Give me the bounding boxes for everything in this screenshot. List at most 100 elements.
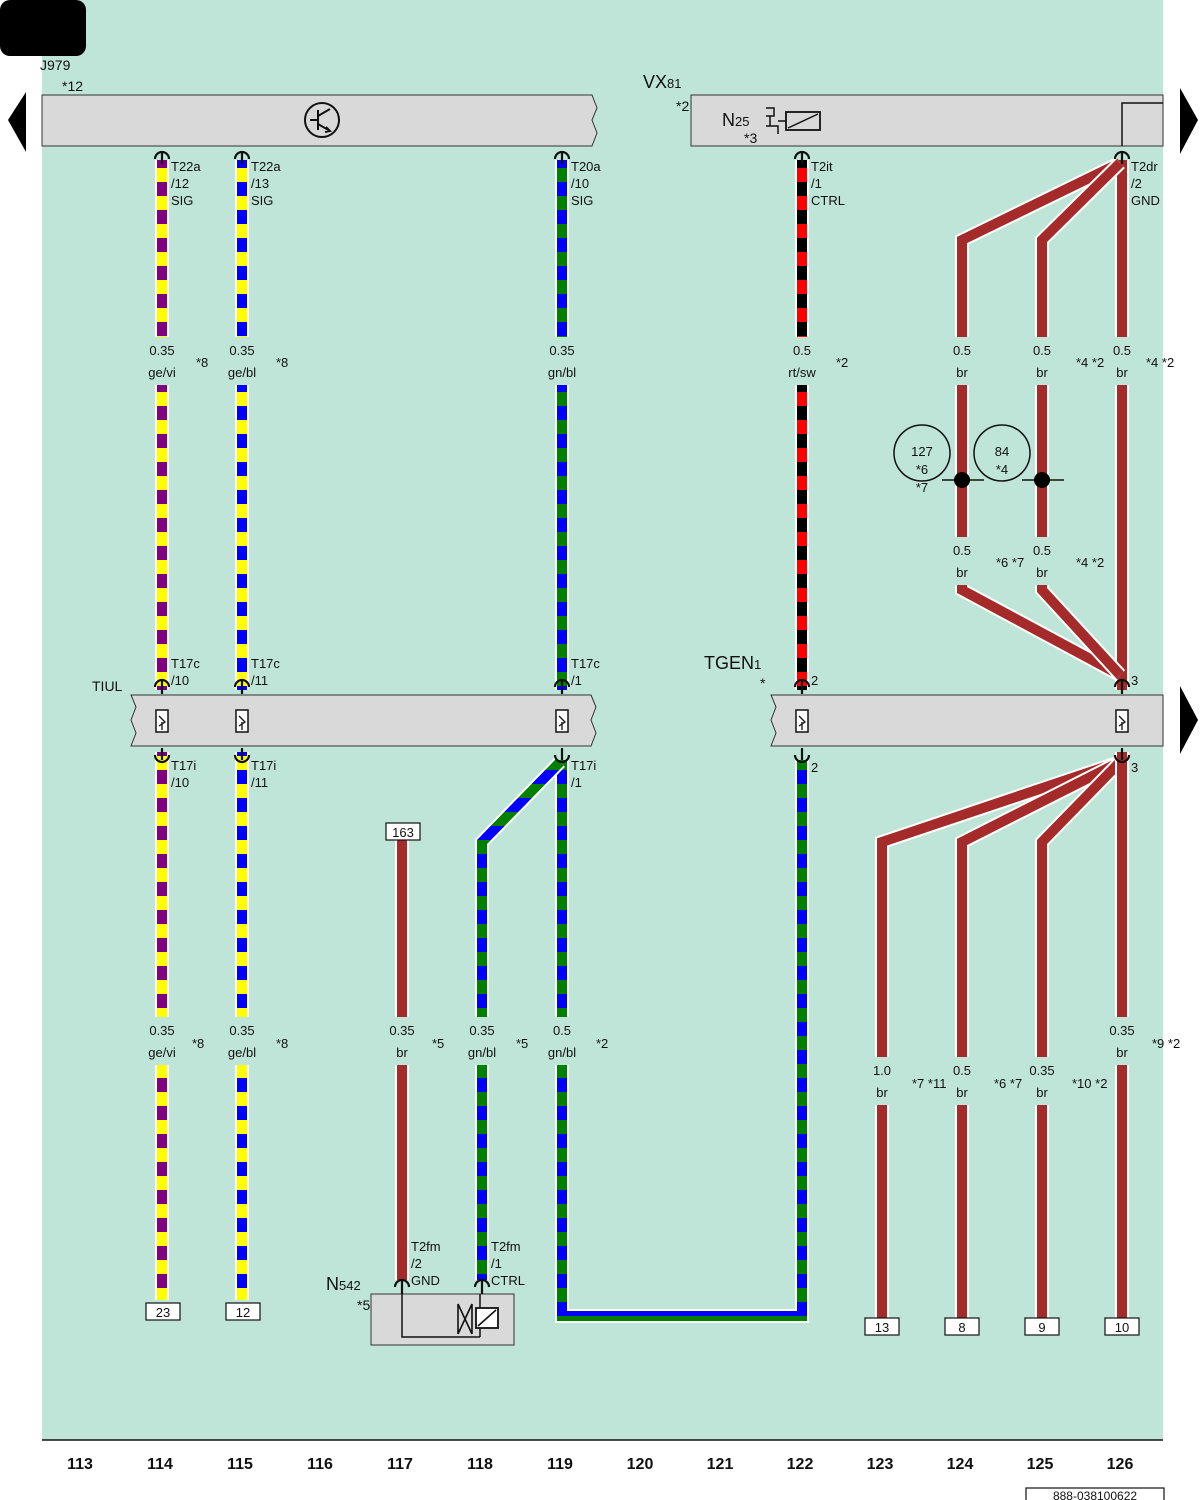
wire-note-126-upper: *4 *2 bbox=[1146, 355, 1174, 370]
splice-number-84: 84 bbox=[995, 444, 1009, 459]
pin-label-115-mid: T17c/11 bbox=[251, 656, 280, 688]
pin-socket-114-mark bbox=[158, 715, 167, 730]
wire-color-126-upper: br bbox=[1116, 365, 1128, 380]
splice-note-84: *4 bbox=[996, 462, 1008, 477]
nav-left-arrow[interactable] bbox=[8, 92, 26, 152]
splice-node-125 bbox=[1034, 472, 1050, 488]
j979-control-unit bbox=[41, 94, 598, 147]
column-number: 115 bbox=[227, 1456, 253, 1473]
wire-size-115-lower: 0.35 bbox=[229, 1023, 254, 1038]
wire-color-126-lower: br bbox=[1116, 1045, 1128, 1060]
wire-size-119-lower: 0.5 bbox=[553, 1023, 571, 1038]
pin-arc-126-low bbox=[1113, 748, 1131, 764]
wire-color-123-lower: br bbox=[876, 1085, 888, 1100]
ref-box-13[interactable] bbox=[864, 1317, 900, 1336]
column-number: 119 bbox=[547, 1456, 573, 1473]
wire-size-114-upper: 0.35 bbox=[149, 343, 174, 358]
ref-label-23[interactable]: 23 bbox=[156, 1305, 170, 1320]
pin-label-119-mid: T17c/1 bbox=[571, 656, 600, 688]
ref-label-10[interactable]: 10 bbox=[1115, 1320, 1129, 1335]
wire-color-114-lower: ge/vi bbox=[148, 1045, 176, 1060]
splice-note-127a: *6 bbox=[916, 462, 928, 477]
pin-arc-117-n542 bbox=[393, 1278, 411, 1294]
nav-right-arrow-top[interactable] bbox=[1180, 88, 1198, 154]
pin-socket-114 bbox=[155, 709, 169, 733]
wire-size-115-upper: 0.35 bbox=[229, 343, 254, 358]
column-number: 120 bbox=[627, 1456, 654, 1473]
wire-note-125-mid: *4 *2 bbox=[1076, 555, 1104, 570]
column-number: 118 bbox=[467, 1456, 493, 1473]
ref-box-12[interactable] bbox=[225, 1302, 261, 1321]
wire-note-117-lower: *5 bbox=[432, 1036, 444, 1051]
wire-125-upper-core bbox=[1037, 159, 1124, 679]
wire-label-gap bbox=[1022, 1057, 1062, 1105]
wire-note-125-upper: *4 *2 bbox=[1076, 355, 1104, 370]
wire-note-115-upper: *8 bbox=[276, 355, 288, 370]
pin-label-122-mid: 2 bbox=[811, 673, 818, 688]
vx81-label: VX81 bbox=[643, 72, 681, 92]
wire-label-gap bbox=[942, 337, 982, 385]
ref-label-8[interactable]: 8 bbox=[958, 1320, 965, 1335]
pin-label-126-mid: 3 bbox=[1131, 673, 1138, 688]
wire-color-114-upper: ge/vi bbox=[148, 365, 176, 380]
ref-box-10[interactable] bbox=[1104, 1317, 1140, 1336]
n542-label: N542 bbox=[326, 1274, 361, 1294]
wire-label-gap bbox=[542, 337, 582, 385]
pin-arc-126-mid bbox=[1113, 678, 1131, 694]
wire-size-123-lower: 1.0 bbox=[873, 1063, 891, 1078]
wire-note-126-lower: *9 *2 bbox=[1152, 1036, 1180, 1051]
pin-label-119-low: T17i/1 bbox=[571, 758, 596, 790]
wire-size-126-upper: 0.5 bbox=[1113, 343, 1131, 358]
ref-label-9[interactable]: 9 bbox=[1038, 1320, 1045, 1335]
wire-color-115-lower: ge/bl bbox=[228, 1045, 256, 1060]
wire-note-115-lower: *8 bbox=[276, 1036, 288, 1051]
column-number: 126 bbox=[1107, 1456, 1134, 1473]
wire-size-117-lower: 0.35 bbox=[389, 1023, 414, 1038]
wire-size-125-upper: 0.5 bbox=[1033, 343, 1051, 358]
j979-label: J979 bbox=[40, 57, 71, 73]
wire-note-114-upper: *8 bbox=[196, 355, 208, 370]
ref-label-12[interactable]: 12 bbox=[236, 1305, 250, 1320]
vx81-inner-line bbox=[1121, 102, 1163, 146]
wire-label-gap bbox=[1102, 337, 1142, 385]
ref-box-9[interactable] bbox=[1024, 1317, 1060, 1336]
j979-note: *12 bbox=[62, 78, 83, 94]
pin-socket-126 bbox=[1115, 709, 1129, 733]
nav-right-arrow-mid[interactable] bbox=[1180, 686, 1198, 754]
wire-color-118-lower: gn/bl bbox=[468, 1045, 496, 1060]
wire-note-124-mid: *6 *7 bbox=[996, 555, 1024, 570]
pin-label-115-low: T17i/11 bbox=[251, 758, 276, 790]
wire-color-124-upper: br bbox=[956, 365, 968, 380]
pin-label-114-mid: T17c/10 bbox=[171, 656, 200, 688]
ref-box-23[interactable] bbox=[145, 1302, 181, 1321]
wire-label-gap bbox=[222, 337, 262, 385]
ref-box-163[interactable] bbox=[385, 822, 421, 841]
splice-node-124 bbox=[954, 472, 970, 488]
ref-label-13[interactable]: 13 bbox=[875, 1320, 889, 1335]
wire-label-gap bbox=[222, 1017, 262, 1065]
wire-size-122-upper: 0.5 bbox=[793, 343, 811, 358]
wire-label-gap bbox=[462, 1017, 502, 1065]
wire-color-117-lower: br bbox=[396, 1045, 408, 1060]
wire-label-gap bbox=[862, 1057, 902, 1105]
valve-coil-icon-detail bbox=[457, 1303, 497, 1335]
pin-label-122-low: 2 bbox=[811, 760, 818, 775]
pin-arc-114-mid bbox=[153, 678, 171, 694]
wire-size-124-mid: 0.5 bbox=[953, 543, 971, 558]
ref-box-8[interactable] bbox=[944, 1317, 980, 1336]
pin-socket-119 bbox=[555, 709, 569, 733]
n25-label: N25 bbox=[722, 110, 749, 130]
ref-label-163[interactable]: 163 bbox=[392, 825, 414, 840]
pin-arc-115-top bbox=[233, 150, 251, 164]
tiul-label: TIUL bbox=[92, 678, 123, 694]
pin-arc-122-top bbox=[793, 150, 811, 164]
wire-note-125-lower: *10 *2 bbox=[1072, 1076, 1107, 1091]
pin-socket-115-mark bbox=[238, 715, 247, 730]
column-number: 121 bbox=[707, 1456, 734, 1473]
